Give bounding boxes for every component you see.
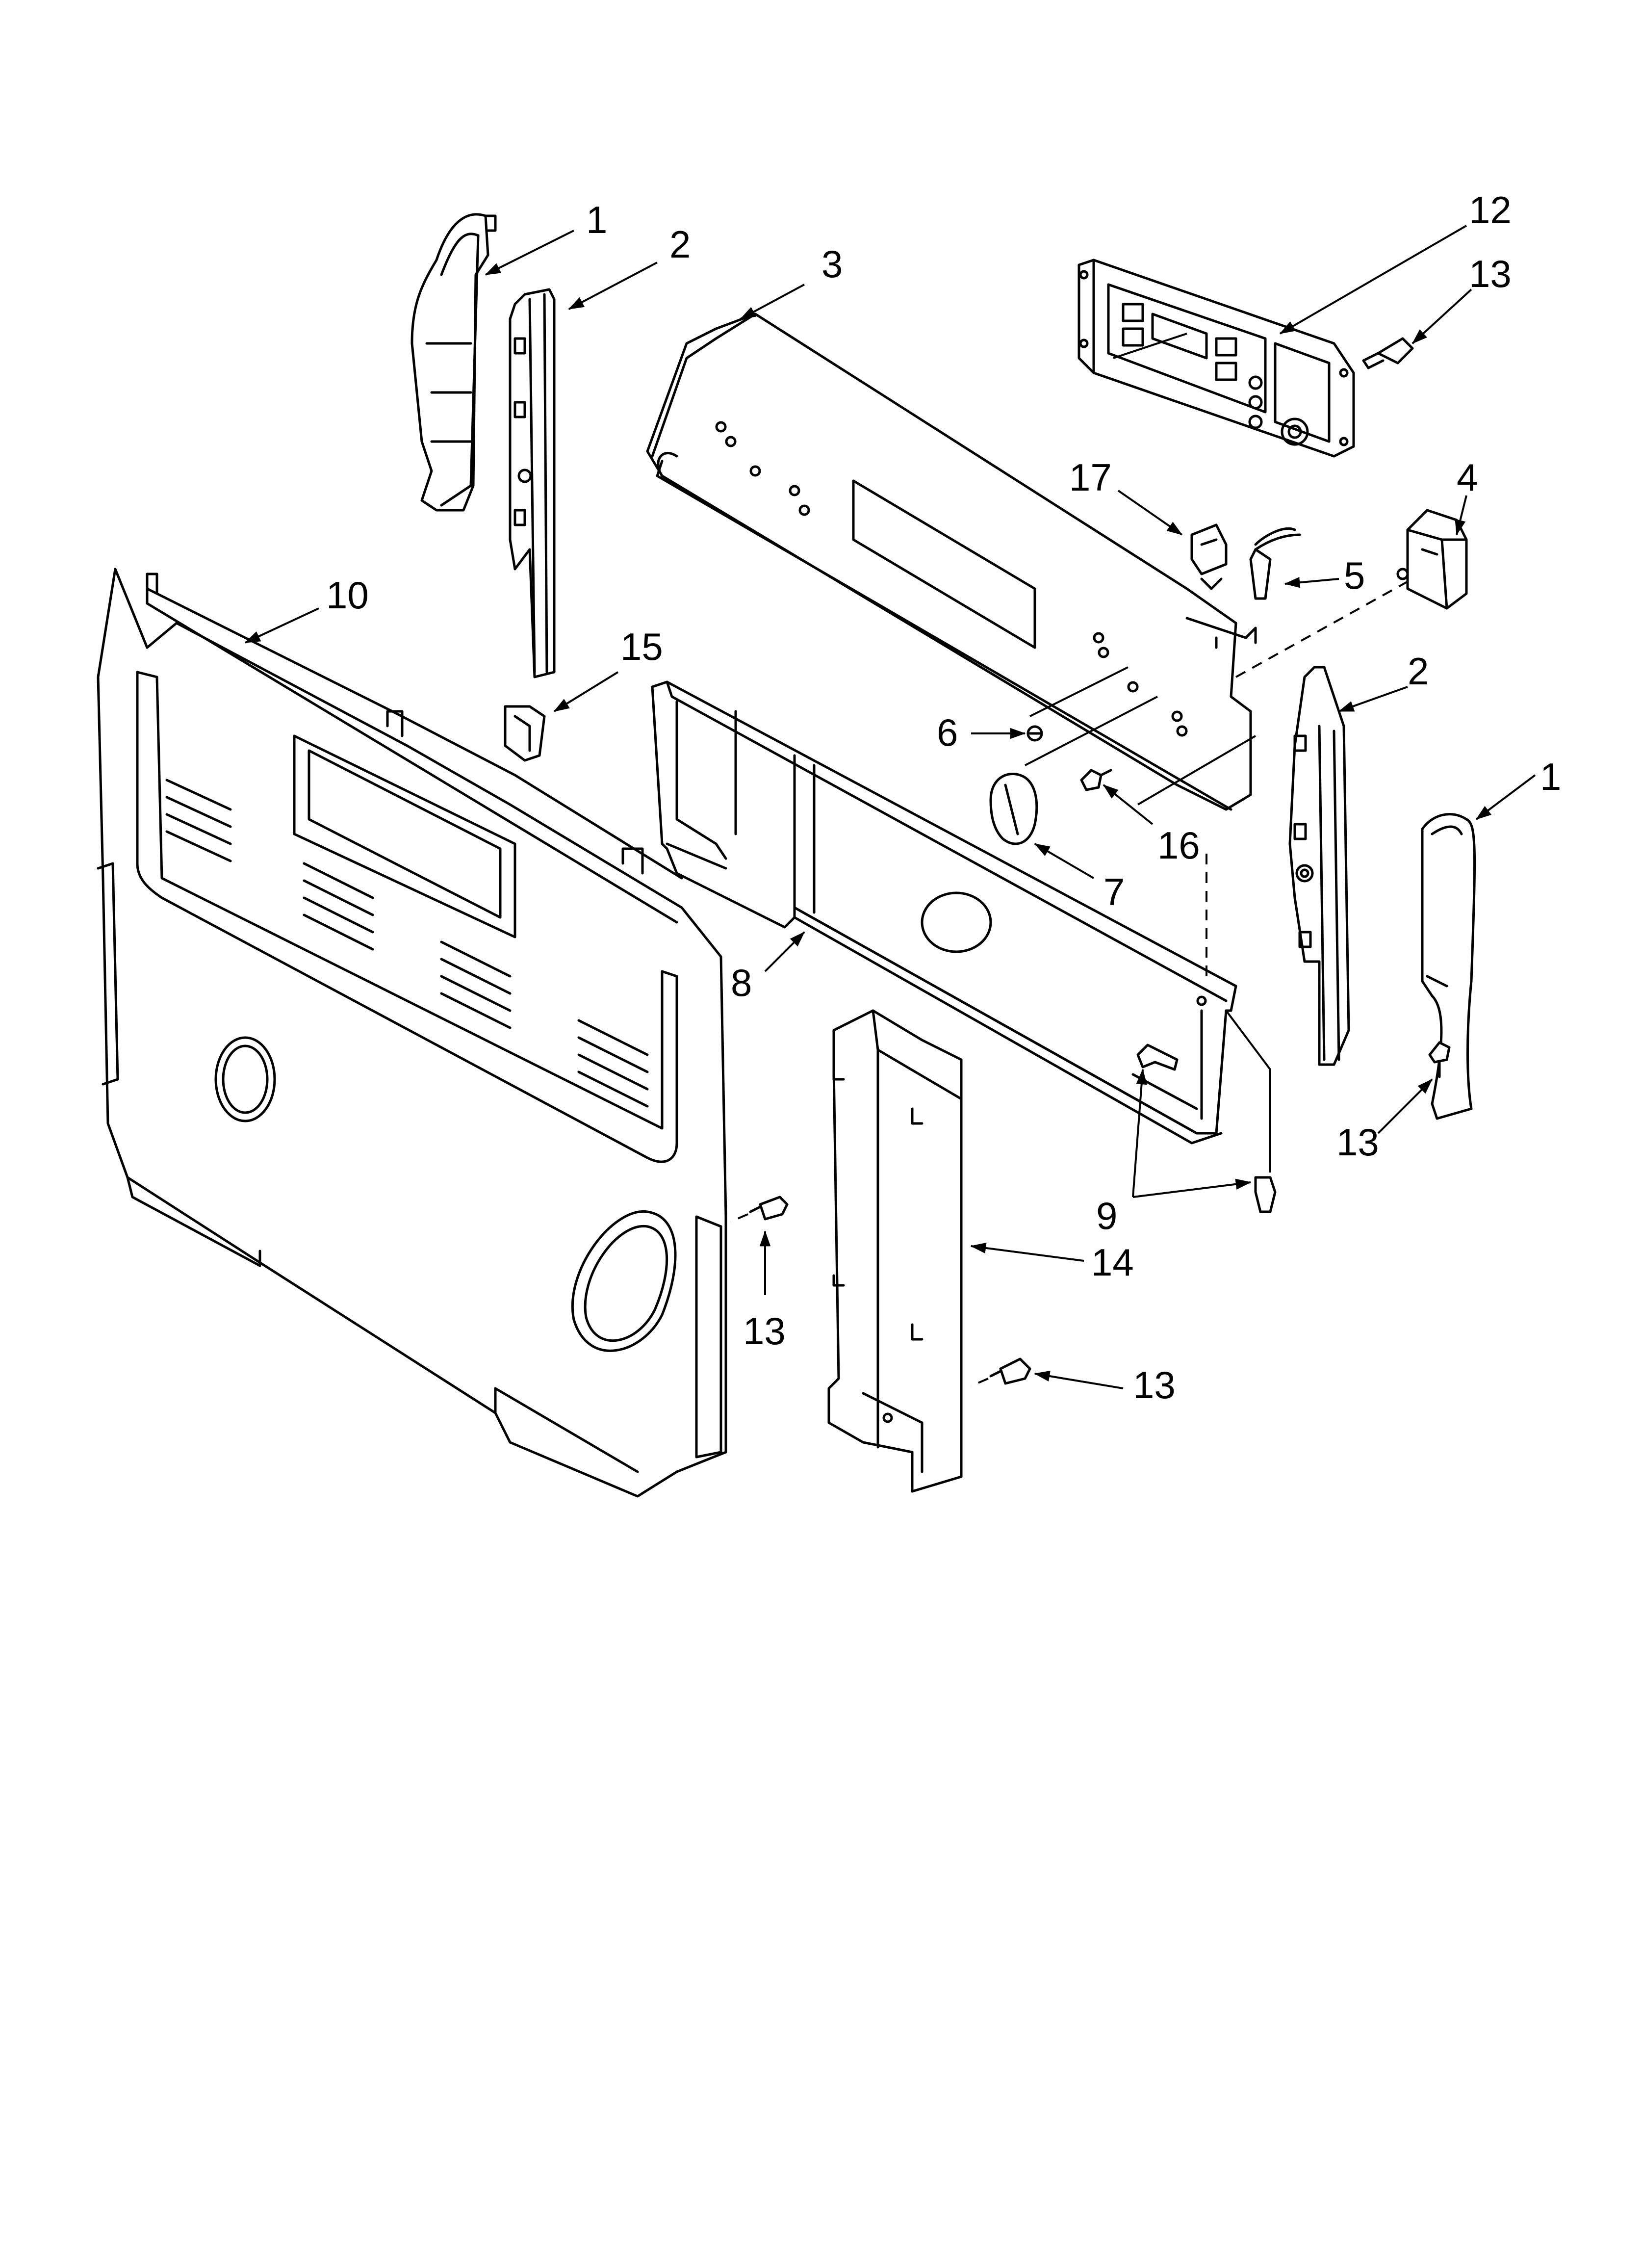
callout-7: 7 — [1103, 870, 1125, 913]
callout-12: 12 — [1469, 188, 1512, 232]
side-bracket-right-part-2 — [1288, 666, 1350, 1066]
screw-part-13-mid — [730, 1196, 789, 1223]
leader-16 — [1137, 735, 1257, 806]
console-panel-part-3 — [646, 313, 1257, 811]
side-trim-left-part-1 — [410, 213, 497, 512]
callout-16: 16 — [1157, 824, 1200, 867]
callout-labels: 1 2 3 12 13 17 4 5 10 15 2 1 6 16 7 8 13… — [326, 188, 1561, 1407]
screw-part-9-b — [1254, 1176, 1277, 1213]
panel-part-14 — [827, 1009, 963, 1493]
callout-17: 17 — [1069, 456, 1112, 499]
callout-14: 14 — [1091, 1241, 1134, 1284]
clip-part-15 — [504, 705, 546, 762]
side-trim-right-part-1 — [1421, 813, 1476, 1120]
switch-part-17 — [1190, 523, 1228, 590]
callout-1-right: 1 — [1540, 755, 1561, 798]
rear-panel-part-10 — [97, 568, 727, 1498]
screw-part-13-right — [1428, 1041, 1451, 1078]
dashed-guide-4 — [1235, 578, 1413, 678]
callout-5: 5 — [1344, 554, 1365, 597]
electronic-control-part-12 — [1078, 259, 1355, 458]
callout-15: 15 — [620, 625, 663, 668]
callout-4: 4 — [1457, 456, 1478, 499]
callout-9: 9 — [1096, 1194, 1117, 1237]
leader-9-line — [1225, 1010, 1271, 1173]
knob-part-7 — [989, 772, 1038, 845]
callout-3: 3 — [821, 242, 843, 286]
screw-part-13-top — [1362, 337, 1414, 369]
side-bracket-left-part-2 — [509, 288, 556, 678]
screw-part-9-a — [1136, 1043, 1179, 1071]
screw-part-16 — [1080, 769, 1112, 791]
callout-13-right: 13 — [1336, 1121, 1379, 1164]
leader-arrows — [244, 225, 1536, 1389]
callout-2-right: 2 — [1408, 650, 1429, 693]
callout-10: 10 — [326, 574, 369, 617]
screw-part-6 — [1026, 725, 1043, 742]
screw-part-13-bottom — [971, 1357, 1031, 1387]
leader-7 — [1025, 696, 1158, 766]
callout-8: 8 — [731, 961, 752, 1004]
wire-part-5 — [1249, 527, 1301, 600]
leader-6 — [1029, 666, 1129, 717]
callout-13-bottom: 13 — [1133, 1363, 1176, 1407]
callout-13-top: 13 — [1469, 252, 1512, 295]
mounting-bracket-part-8 — [651, 680, 1237, 1145]
callout-1-left: 1 — [586, 198, 607, 241]
callout-2-left: 2 — [669, 223, 691, 266]
callout-13-mid: 13 — [743, 1309, 786, 1353]
module-part-4 — [1396, 509, 1468, 610]
callout-6: 6 — [937, 711, 958, 754]
